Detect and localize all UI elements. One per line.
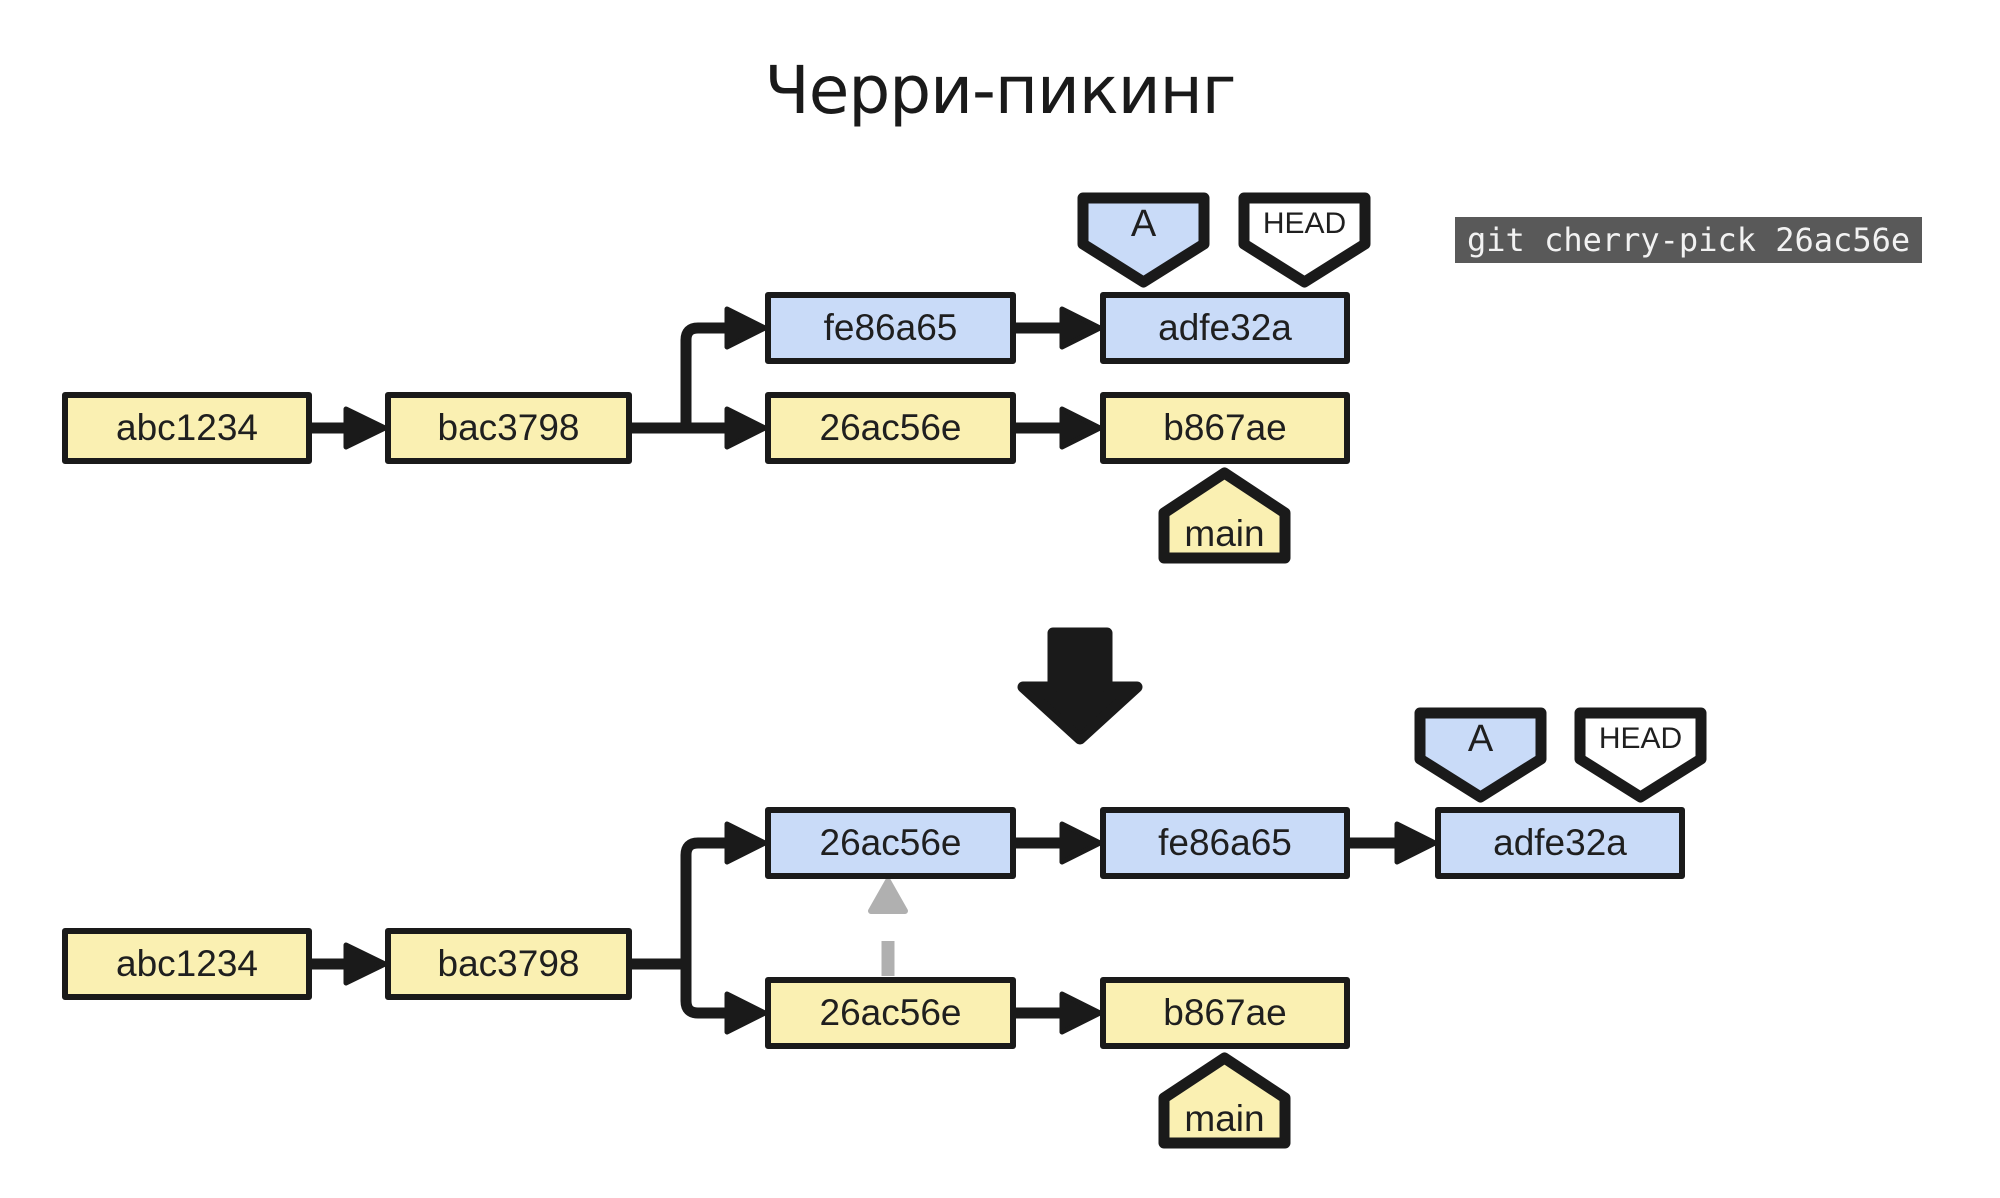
after-main-badge-label: main	[1184, 1098, 1265, 1139]
after-head-badge-label: HEAD	[1598, 722, 1683, 755]
cherry-pick-copy-arrow-head	[868, 878, 908, 914]
before-commit-bac3798: bac3798	[385, 392, 632, 464]
head-badge-shape-icon	[1574, 707, 1707, 803]
before-commit-fe86a65: fe86a65	[765, 292, 1016, 364]
after-commit-b867ae: b867ae	[1100, 977, 1350, 1049]
after-commit-bac3798: bac3798	[385, 928, 632, 1000]
before-arrow-26ac56e-b867ae-head	[1059, 406, 1103, 450]
before-head-badge: HEAD	[1236, 190, 1373, 290]
after-branch-elbow-up	[680, 837, 730, 964]
after-main-badge: main	[1156, 1048, 1293, 1151]
branch-badge-shape-icon	[1077, 192, 1210, 288]
head-badge-shape-icon	[1238, 192, 1371, 288]
after-arrow-26ac56e-fe86a65-head	[1059, 821, 1103, 865]
before-commit-abc1234: abc1234	[62, 392, 312, 464]
before-head-badge-label: HEAD	[1262, 207, 1347, 240]
main-badge-shape-icon	[1158, 467, 1291, 564]
after-arrow-fe86a65-adfe32a-head	[1394, 821, 1438, 865]
before-commit-26ac56e: 26ac56e	[765, 392, 1016, 464]
after-arrow-26ac56e-b867ae-head	[1059, 991, 1103, 1035]
after-branch-elbow-down	[680, 964, 730, 1019]
after-arrow-into-blue-26ac56e-head	[724, 821, 768, 865]
after-arrow-abc1234-bac3798-head	[343, 942, 388, 986]
after-commit-abc1234: abc1234	[62, 928, 312, 1000]
page-title: Черри-пикинг	[764, 52, 1237, 129]
before-main-badge-label: main	[1184, 513, 1265, 554]
transition-down-arrow-icon	[1017, 627, 1143, 745]
after-branch-a-badge: A	[1412, 705, 1549, 805]
before-branch-a-badge-label: A	[1130, 203, 1157, 245]
before-branch-a-badge: A	[1075, 190, 1212, 290]
after-commit-26ac56e-copy: 26ac56e	[765, 807, 1016, 879]
before-arrow-abc1234-bac3798-head	[343, 406, 388, 450]
after-commit-fe86a65: fe86a65	[1100, 807, 1350, 879]
after-commit-adfe32a: adfe32a	[1435, 807, 1685, 879]
before-arrow-fe86a65-adfe32a-head	[1059, 306, 1103, 350]
before-main-badge: main	[1156, 463, 1293, 566]
before-branch-elbow-to-fe86a65	[680, 322, 730, 428]
before-arrow-bac3798-26ac56e-head	[724, 406, 768, 450]
before-commit-b867ae: b867ae	[1100, 392, 1350, 464]
after-commit-26ac56e: 26ac56e	[765, 977, 1016, 1049]
branch-badge-shape-icon	[1414, 707, 1547, 803]
git-command-label: git cherry-pick 26ac56e	[1455, 217, 1923, 263]
after-arrow-into-yellow-26ac56e-head	[724, 991, 768, 1035]
after-branch-a-badge-label: A	[1467, 718, 1494, 760]
before-commit-adfe32a: adfe32a	[1100, 292, 1350, 364]
after-head-badge: HEAD	[1572, 705, 1709, 805]
main-badge-shape-icon	[1158, 1052, 1291, 1149]
before-arrow-into-fe86a65-head	[724, 306, 768, 350]
